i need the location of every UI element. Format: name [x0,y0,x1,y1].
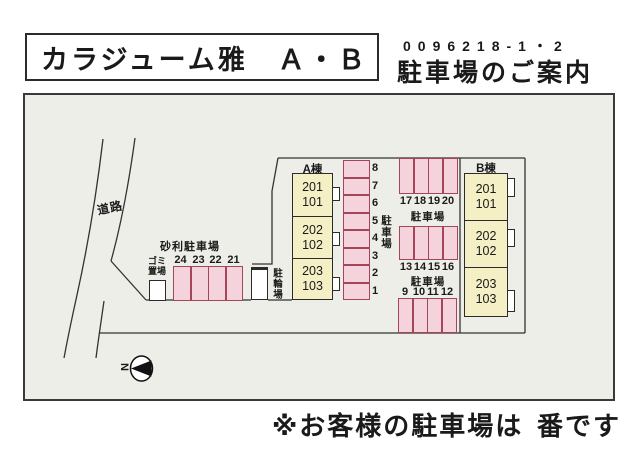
spot-number-13: 13 [399,261,413,273]
parking-spot-19 [428,158,444,194]
spot-number-20: 20 [441,195,455,207]
spot-number-19: 19 [427,195,441,207]
parking-spot-21 [225,266,244,301]
parking-spot-22 [208,266,227,301]
building-a-unit-2: 202 102 [292,215,333,260]
spot-number-24: 24 [174,254,187,266]
page-subtitle: 駐車場のご案内 [397,59,594,87]
bicycle-box [251,267,268,300]
spot-number-15: 15 [427,261,441,273]
building-a-entry-2 [332,232,340,246]
footer-note-right: 番です [537,411,622,441]
parking-spot-16 [443,226,458,260]
row-mid-lot-label: 駐車場 [410,276,446,288]
parking-spot-12 [442,298,457,333]
parking-spot-18 [413,158,429,194]
north-label: N [117,363,130,371]
bicycle-area-label: 駐輪場 [271,268,282,300]
parking-spot-5 [343,212,370,230]
parking-spot-3 [343,247,370,265]
parking-spot-24 [173,266,191,301]
building-b-label: B棟 [476,163,496,175]
building-a-unit-1: 201 101 [292,173,333,217]
parking-spot-1 [343,282,370,300]
parking-spot-20 [443,158,458,194]
gravel-lot-label: 砂利駐車場 [160,241,220,253]
spot-number-18: 18 [413,195,427,207]
spot-number-4: 4 [372,232,379,244]
document-number: 0096218-1・2 [403,38,569,54]
spot-number-6: 6 [372,197,379,209]
spot-number-5: 5 [372,214,379,227]
spot-number-17: 17 [399,195,413,207]
building-b-entry-3 [507,290,515,312]
building-b-entry-2 [507,229,515,247]
building-b-entry-1 [507,178,515,197]
building-a-entry-3 [332,277,340,291]
parking-spot-15 [428,226,444,260]
parking-spot-17 [399,158,414,194]
row-top-lot-label: 駐車場 [410,211,446,223]
spot-number-1: 1 [372,284,379,297]
spot-number-16: 16 [441,261,455,273]
spot-number-22: 22 [209,254,222,266]
parking-spot-4 [343,230,370,248]
spot-number-8: 8 [372,162,379,174]
building-a-unit-3: 203 103 [292,258,333,300]
parking-spot-11 [427,298,443,333]
footer-note-left: ※お客様の駐車場は [272,411,524,441]
parking-spot-14 [413,226,429,260]
spot-number-12: 12 [440,286,454,298]
spot-number-3: 3 [372,249,379,262]
page-title: カラジューム雅 Ａ・Ｂ [41,44,368,75]
spot-number-21: 21 [227,254,240,266]
spot-number-10: 10 [412,286,426,298]
title-box: カラジューム雅 Ａ・Ｂ [25,33,379,81]
building-a-entry-1 [332,187,340,201]
building-b-unit-2: 202 102 [464,219,508,269]
trash-box [149,280,166,301]
parking-spot-6 [343,195,370,213]
spot-number-14: 14 [413,261,427,273]
building-b-unit-3: 203 103 [464,267,508,317]
trash-area-label: ゴミ 置場 [147,256,166,276]
parking-spot-9 [398,298,413,333]
parking-spot-8 [343,160,370,178]
spot-number-7: 7 [372,179,379,192]
parking-spot-23 [190,266,209,301]
spot-number-11: 11 [427,286,439,298]
parking-spot-13 [399,226,414,260]
parking-spot-2 [343,265,370,283]
parking-spot-7 [343,177,370,195]
spot-number-23: 23 [192,254,205,266]
column-lot-label: 駐車場 [380,215,392,250]
parking-spot-10 [412,298,428,333]
spot-number-2: 2 [372,267,379,279]
spot-number-9: 9 [401,286,409,298]
building-b-unit-1: 201 101 [464,173,508,221]
